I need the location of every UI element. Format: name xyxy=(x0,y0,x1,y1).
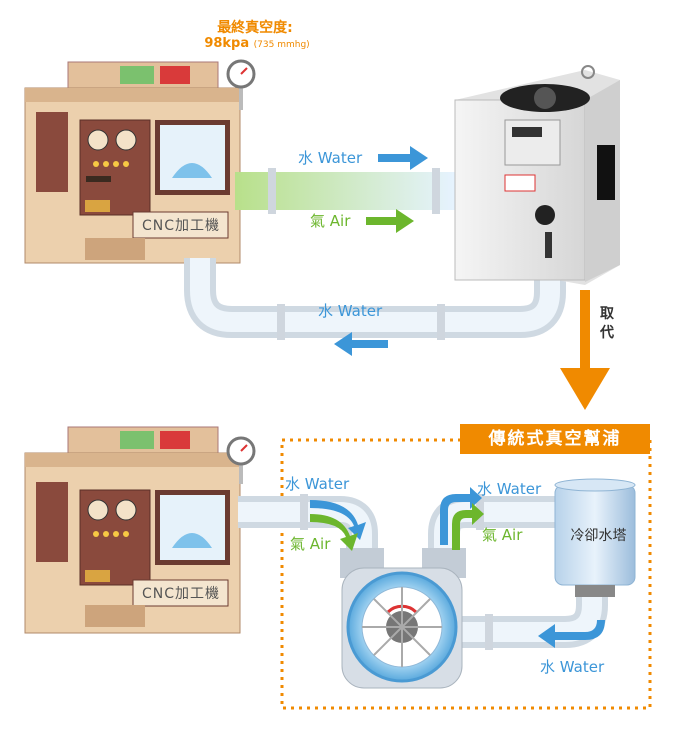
vacuum-pump xyxy=(340,548,466,689)
label-cooling-tower: 冷卻水塔 xyxy=(570,528,627,544)
replace-arrow-head xyxy=(560,368,610,410)
air-arrow-right-top xyxy=(366,209,414,233)
vacuum-value: 98kpa xyxy=(204,36,250,51)
water-arrow-in-bottom xyxy=(310,500,366,540)
label-air-bottom-out: 氣 Air xyxy=(482,526,523,544)
label-water-bottom-in: 水 Water xyxy=(285,475,350,493)
pressure-gauge-top xyxy=(226,59,256,110)
label-air-top: 氣 Air xyxy=(310,212,351,230)
water-arrow-out-bottom xyxy=(440,487,482,545)
water-arrow-left-top xyxy=(334,332,388,356)
traditional-pump-badge: 傳統式真空幫浦 xyxy=(460,424,650,454)
replace-label: 取代 xyxy=(597,305,617,343)
label-air-bottom-in: 氣 Air xyxy=(290,535,331,553)
water-arrow-right-top xyxy=(378,146,428,170)
air-arrow-out-bottom xyxy=(452,503,484,550)
label-water-bottom-return: 水 Water xyxy=(540,658,605,676)
replace-char-1: 取 xyxy=(600,306,614,322)
chiller-unit xyxy=(454,65,620,285)
label-water-top-return: 水 Water xyxy=(318,302,383,320)
pressure-gauge-bottom xyxy=(226,436,256,484)
label-cnc-bottom: CNC加工機 xyxy=(141,586,221,602)
vacuum-value-line: 98kpa (735 mmhg) xyxy=(182,36,332,51)
label-water-top-out: 水 Water xyxy=(298,149,363,167)
water-arrow-return-bottom xyxy=(538,620,605,648)
cooling-tower xyxy=(554,478,636,597)
replace-arrow-shaft xyxy=(580,290,590,370)
vacuum-value-sub: (735 mmhg) xyxy=(253,40,310,50)
cnc-machine-top xyxy=(24,61,241,264)
replace-char-2: 代 xyxy=(600,325,614,341)
cnc-machine-bottom xyxy=(24,426,241,634)
air-arrow-in-bottom xyxy=(310,514,358,551)
label-water-bottom-out: 水 Water xyxy=(477,480,542,498)
vacuum-title: 最終真空度: xyxy=(217,20,293,36)
label-cnc-top: CNC加工機 xyxy=(141,218,221,234)
